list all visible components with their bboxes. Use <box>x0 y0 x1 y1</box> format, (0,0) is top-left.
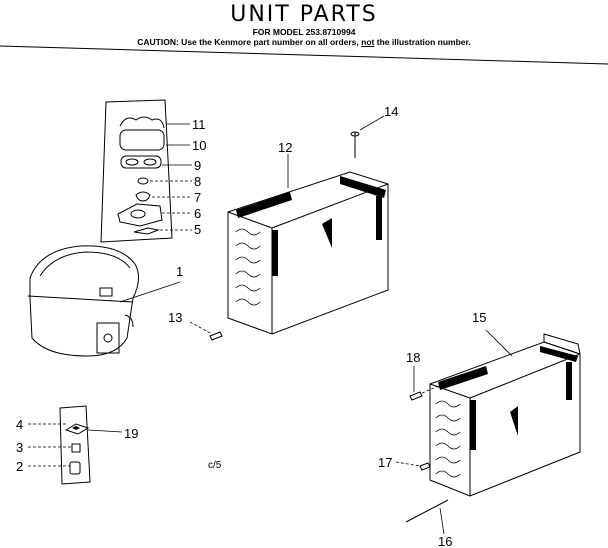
coil-band <box>236 192 292 218</box>
coil-tubes <box>435 400 461 478</box>
coil-edge <box>429 383 471 399</box>
coil-edge <box>469 353 581 399</box>
compressor-fitting <box>99 287 113 297</box>
coil-outline <box>227 171 389 335</box>
footer-code: c/5 <box>208 460 222 471</box>
callout-16: 16 <box>438 534 452 548</box>
callout-8: 8 <box>194 174 201 189</box>
caution-line: CAUTION: Use the Kenmore part number on … <box>0 37 608 47</box>
base-plate-hole <box>130 209 146 219</box>
caution-start: CAUTION: Use the Kenmore part number on … <box>137 37 359 47</box>
grommet-part <box>135 191 151 202</box>
coil-band <box>540 346 578 362</box>
model-prefix: FOR MODEL <box>252 27 304 37</box>
kit-outline <box>100 99 173 243</box>
header-rule <box>0 45 608 65</box>
coil-arrow <box>510 406 518 436</box>
rod-part <box>405 499 449 523</box>
gasket-hole <box>143 158 157 166</box>
relay-part-mark <box>72 426 80 430</box>
screw-part <box>419 462 431 471</box>
coil-edge <box>227 211 273 229</box>
leader-19 <box>87 429 123 433</box>
coil-band <box>438 366 488 390</box>
compressor-dome <box>39 251 131 277</box>
coil-tubes <box>235 228 261 306</box>
coil-band <box>272 230 278 276</box>
callout-4: 4 <box>16 417 23 432</box>
plug-part <box>69 461 81 475</box>
leader-1 <box>119 281 181 303</box>
condenser-coil <box>189 115 389 341</box>
callout-15: 15 <box>472 310 486 325</box>
callout-labels: 1 2 3 4 5 6 7 8 9 10 11 12 13 14 15 16 1… <box>16 104 486 548</box>
relay-kit <box>28 405 123 485</box>
caution-end: the illustration number. <box>376 37 471 47</box>
callout-19: 19 <box>124 426 138 441</box>
clip-part <box>119 116 165 129</box>
cap-part <box>71 443 81 453</box>
model-number: 253.8710994 <box>305 27 356 37</box>
relay-part <box>64 423 90 435</box>
relay-kit-outline <box>59 405 91 485</box>
leader-13 <box>189 321 213 335</box>
coil-band <box>566 362 572 400</box>
coil-band <box>376 196 382 240</box>
coil-bracket <box>543 333 581 355</box>
model-line: FOR MODEL 253.8710994 <box>0 27 608 37</box>
diagram-title: UNIT PARTS <box>230 2 378 27</box>
callout-12: 12 <box>278 140 292 155</box>
callout-2: 2 <box>16 459 23 474</box>
callout-1: 1 <box>176 264 183 279</box>
callout-13: 13 <box>168 310 182 325</box>
mounting-kit <box>100 99 192 243</box>
base-plate-part <box>117 203 163 227</box>
callout-10: 10 <box>192 138 206 153</box>
leader-14 <box>359 115 385 131</box>
caution-not: not <box>361 37 375 47</box>
callout-18: 18 <box>406 350 420 365</box>
callout-9: 9 <box>194 158 201 173</box>
callout-5: 5 <box>194 222 201 237</box>
coil-band <box>340 176 386 198</box>
screw-head <box>350 131 360 137</box>
compressor-seam <box>27 295 134 303</box>
screw-part <box>409 391 423 401</box>
screw-part <box>209 331 223 341</box>
coil-band <box>470 400 476 450</box>
gasket-part <box>120 155 162 169</box>
coil-arrow <box>322 218 332 248</box>
callout-14: 14 <box>384 104 398 119</box>
compressor-tube <box>124 314 134 328</box>
leader-15 <box>485 329 513 357</box>
compressor-shell <box>29 245 139 357</box>
washer-part <box>137 177 149 185</box>
compressor-terminal-box <box>96 322 120 354</box>
leader-17 <box>395 461 421 467</box>
callout-11: 11 <box>192 117 206 132</box>
callout-3: 3 <box>16 440 23 455</box>
compressor-terminal <box>103 333 113 343</box>
terminal-part <box>133 227 160 235</box>
compressor <box>27 245 181 357</box>
cover-part <box>119 129 165 151</box>
gasket-hole <box>125 158 139 166</box>
coil-outline <box>429 341 581 497</box>
callout-6: 6 <box>194 206 201 221</box>
leader-16 <box>439 507 445 535</box>
evaporator-coil <box>395 329 581 535</box>
callout-7: 7 <box>194 190 201 205</box>
callout-17: 17 <box>378 455 392 470</box>
